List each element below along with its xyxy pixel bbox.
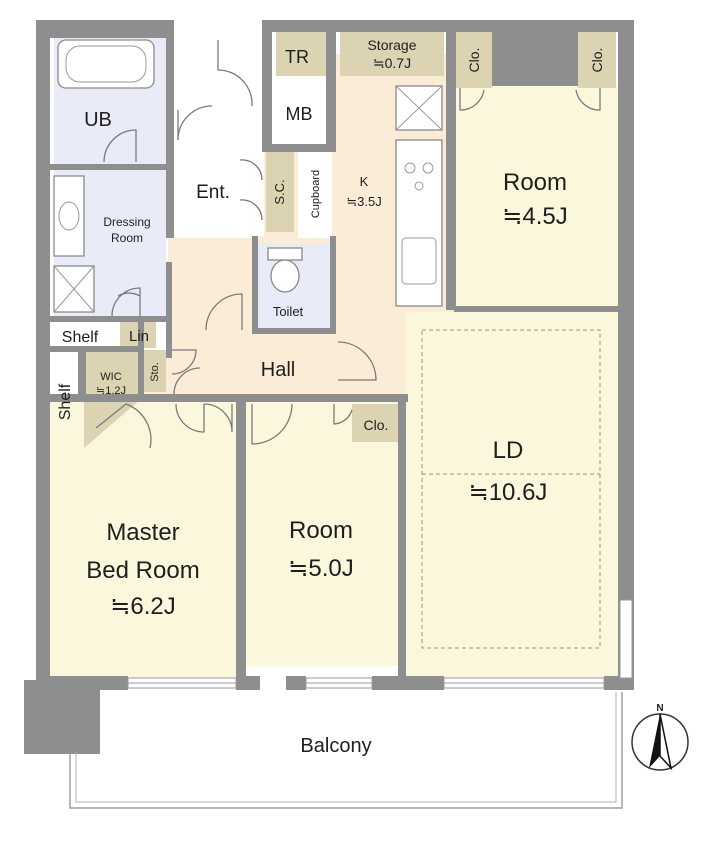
hall-label: Hall [261, 359, 295, 381]
bathtub [57, 39, 155, 89]
cupboard-floor [298, 150, 332, 238]
fixtures [53, 39, 601, 649]
wic-size: ≒1.2J [96, 385, 126, 397]
tr-label: TR [285, 47, 309, 67]
storage-label: Storage [367, 37, 416, 53]
kitchen-size: ≒3.5J [346, 194, 381, 209]
master-label-2: Bed Room [86, 557, 199, 584]
room-middle-label: Room [289, 517, 353, 544]
room-north-floor [454, 86, 620, 308]
clo-a-floor [456, 32, 492, 88]
entrance-label: Ent. [196, 182, 230, 203]
toilet-label: Toilet [273, 304, 304, 319]
dressing-label-2: Room [111, 231, 143, 245]
storage-floor [340, 32, 444, 76]
clo-a-label: Clo. [466, 48, 482, 73]
shoe-cabinet-label: S.C. [272, 179, 287, 204]
master-label-1: Master [106, 519, 179, 546]
toilet-bowl [267, 247, 303, 261]
balcony-label: Balcony [300, 735, 371, 757]
cupboard-label: Cupboard [310, 170, 322, 218]
ld-size: ≒10.6J [469, 479, 548, 506]
kitchen-counter [395, 139, 443, 307]
master-floor [48, 400, 236, 680]
room-north-label: Room [503, 169, 567, 196]
kitchen-label: K [360, 174, 369, 189]
wic-label: WIC [100, 371, 121, 383]
sto-floor [144, 350, 166, 392]
room-middle-size: ≒5.0J [288, 555, 354, 582]
sto-label: Sto. [149, 362, 161, 382]
linen-label: Lin [129, 328, 149, 345]
master-size: ≒6.2J [110, 593, 176, 620]
doors [95, 40, 601, 449]
windows [127, 599, 633, 689]
ld-dash-area [421, 329, 601, 649]
north-label: N [656, 703, 663, 714]
dressing-label-1: Dressing [103, 215, 150, 229]
shelf-top-label: Shelf [62, 329, 99, 346]
labels: TR MB Storage ≒0.7J Clo. Clo. UB Dressin… [57, 37, 605, 757]
ub-label: UB [84, 109, 112, 131]
clo-b-label: Clo. [589, 48, 605, 73]
storage-size: ≒0.7J [373, 55, 411, 71]
shelf-side-label: Shelf [57, 383, 74, 420]
ld-floor [405, 312, 620, 680]
mb-label: MB [286, 104, 313, 124]
room-middle-floor [246, 400, 402, 666]
room-north-size: ≒4.5J [502, 203, 568, 230]
balcony [69, 692, 623, 809]
clo-c-label: Clo. [364, 417, 389, 433]
sc-floor [266, 150, 294, 232]
ld-label: LD [493, 437, 524, 464]
tr-floor [276, 32, 326, 76]
entrance-floor [170, 150, 264, 236]
clo-c-floor [352, 404, 398, 442]
clo-b-floor [578, 32, 616, 88]
walls [24, 20, 634, 754]
north-compass-icon: N [631, 703, 689, 771]
